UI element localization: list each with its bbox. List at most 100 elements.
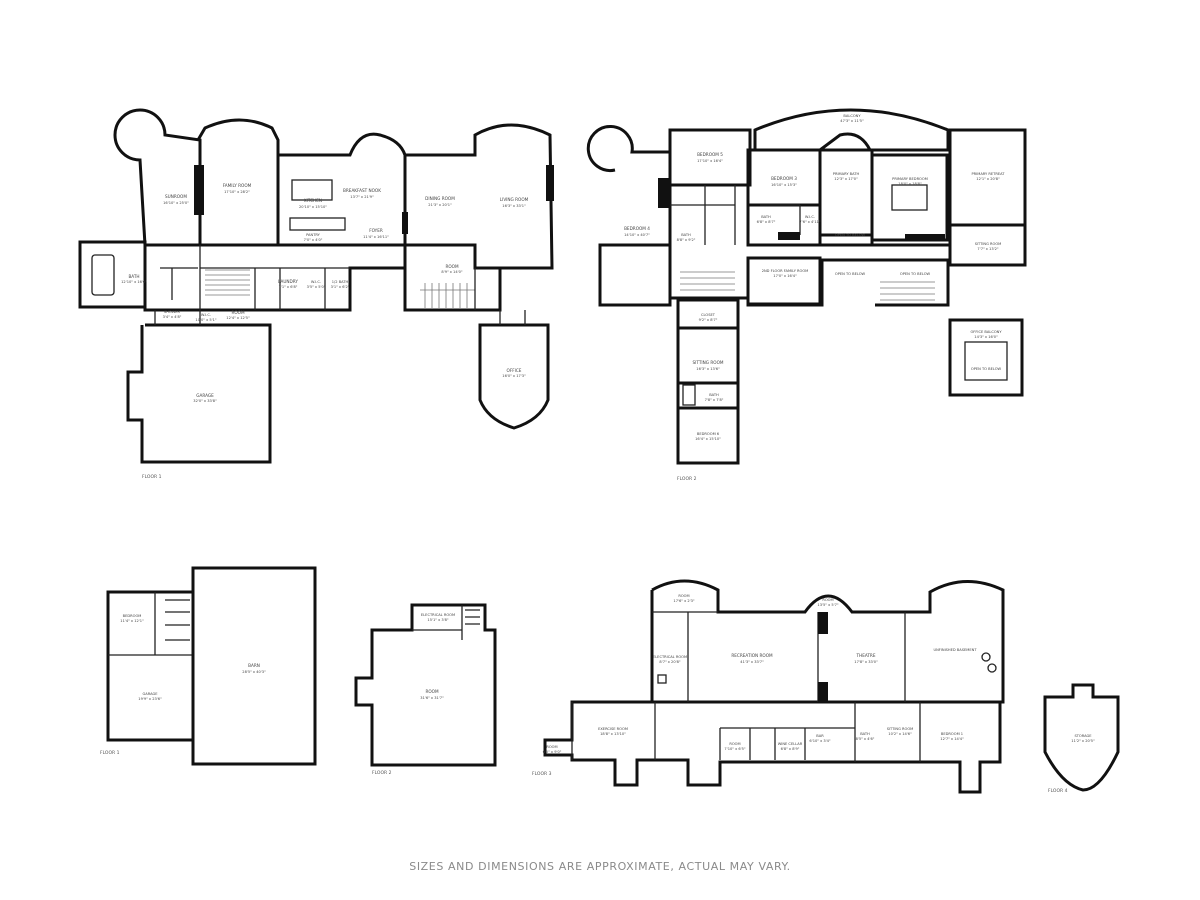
kitchen-label: KITCHEN	[304, 198, 322, 203]
office-balcony-label: OFFICE BALCONY	[970, 330, 1002, 334]
theatre-dim: 17'8" x 33'0"	[854, 660, 878, 664]
electrical-room-dim: 15'1" x 3'8"	[427, 618, 448, 622]
electrical-room-label: ELECTRICAL ROOM	[421, 613, 455, 617]
dining-label: DINING ROOM	[425, 196, 455, 201]
lower-room-b-label: ROOM	[822, 598, 833, 602]
lower-level-plan: ROOM 17'6" x 2'3" ROOM 13'5" x 5'7" ELEC…	[532, 579, 1005, 794]
lower-sitting-label: SITTING ROOM	[887, 727, 914, 731]
lower-room-c-dim: 7'10" x 6'5"	[724, 747, 745, 751]
theatre-label: THEATRE	[855, 653, 875, 658]
open-to-below-1: OPEN TO BELOW	[835, 233, 866, 237]
family-room-dim: 17'10" x 28'2"	[224, 190, 250, 194]
primary-bedroom-label: PRIMARY BEDROOM	[892, 177, 928, 181]
carriage-bedroom-dim: 11'4" x 12'1"	[120, 619, 144, 623]
recreation-room-label: RECREATION ROOM	[731, 653, 773, 658]
lower-electrical-label: ELECTRICAL ROOM	[653, 655, 687, 659]
room-b-label: ROOM	[445, 264, 459, 269]
primary-retreat-dim: 12'1" x 20'8"	[976, 177, 1000, 181]
room-a-label: ROOM	[231, 310, 245, 315]
wic2-label: W.I.C.	[201, 313, 211, 317]
recreation-room-dim: 41'3" x 33'7"	[740, 660, 764, 664]
floor-1-label: FLOOR 1	[142, 474, 162, 480]
exercise-room-label: EXERCISE ROOM	[598, 727, 628, 731]
breakfast-dim: 13'7" x 21'9"	[350, 195, 374, 199]
storage-label: STORAGE	[1074, 734, 1092, 738]
bonus-room-label: ROOM	[425, 689, 439, 694]
office-balcony-dim: 14'3" x 16'0"	[974, 335, 998, 339]
exercise-room-dim: 18'8" x 13'10"	[600, 732, 626, 736]
family-room-label: FAMILY ROOM	[223, 183, 252, 188]
primary-bath-label: PRIMARY BATH	[833, 172, 860, 176]
lower-floor-label: FLOOR 3	[532, 771, 552, 777]
barn-floor-label: FLOOR 1	[100, 750, 120, 756]
family-2-dim: 17'0" x 16'4"	[773, 274, 797, 278]
sitting-room-2-dim: 16'3" x 13'6"	[696, 367, 720, 371]
primary-bath-dim: 12'3" x 17'0"	[834, 177, 858, 181]
primary-bedroom-dim: 18'0" x 18'8"	[898, 182, 922, 186]
wic-dim: 3'5" x 5'0"	[307, 285, 326, 289]
breakfast-label: BREAKFAST NOOK	[343, 188, 381, 193]
bedroom-3-dim: 16'10" x 15'3"	[771, 183, 797, 187]
bedroom-1-dim: 12'7" x 14'4"	[940, 737, 964, 741]
foyer-label: FOYER	[369, 228, 383, 233]
cupola-plan: STORAGE 11'2" x 20'5" FLOOR 4	[1043, 683, 1120, 794]
open-to-below-4: OPEN TO BELOW	[971, 367, 1002, 371]
wine-cellar-dim: 6'8" x 8'9"	[781, 747, 800, 751]
lower-room-d-dim: 6'5" x 9'0"	[543, 750, 562, 754]
carriage-bedroom-label: BEDROOM	[123, 614, 142, 618]
wic-dim: 7'6" x 4'11"	[799, 220, 820, 224]
pantry-dim: 7'0" x 4'0"	[304, 238, 323, 242]
garage-label: GARAGE	[196, 393, 214, 398]
wic-label: W.I.C.	[805, 215, 815, 219]
bar-dim: 6'10" x 3'4"	[809, 739, 830, 743]
living-label: LIVING ROOM	[500, 197, 529, 202]
garage-dim: 32'0" x 33'8"	[193, 399, 217, 403]
floor-1-plan: SUNROOM 16'10" x 25'0" FAMILY ROOM 17'10…	[78, 108, 554, 480]
bar-label: BAR	[816, 734, 824, 738]
barn-dim: 28'5" x 40'3"	[242, 670, 266, 674]
bath-b-label: BATH	[761, 215, 771, 219]
dining-dim: 21'3" x 20'1"	[428, 203, 452, 207]
bedroom-4-label: BEDROOM 4	[624, 226, 650, 231]
lower-room-d-label: ROOM	[546, 745, 557, 749]
floor-2-plan: BALCONY 47'3" x 11'5" BEDROOM 5 17'10" x…	[586, 108, 1027, 482]
bonus-room-plan: ELECTRICAL ROOM 15'1" x 3'8" ROOM 31'6" …	[354, 603, 497, 776]
balcony-dim: 47'3" x 11'5"	[840, 119, 864, 123]
unfinished-basement-label: UNFINISHED BASEMENT	[933, 648, 977, 652]
primary-retreat-label: PRIMARY RETREAT	[972, 172, 1006, 176]
open-to-below-2: OPEN TO BELOW	[835, 272, 866, 276]
lower-room-a-label: ROOM	[678, 594, 689, 598]
room-b-dim: 8'9" x 14'0"	[441, 270, 462, 274]
lower-room-c-label: ROOM	[729, 742, 740, 746]
lower-sitting-dim: 10'2" x 14'6"	[888, 732, 912, 736]
storage-dim: 11'2" x 20'5"	[1071, 739, 1095, 743]
lower-electrical-dim: 8'7" x 20'8"	[659, 660, 680, 664]
half-bath-label: 1/2 BATH	[332, 280, 349, 284]
wic2-dim: 10'0" x 5'1"	[195, 318, 216, 322]
bedroom-5-dim: 17'10" x 16'4"	[697, 159, 723, 163]
bedroom-1-label: BEDROOM 1	[941, 732, 963, 736]
barn-building-plan: BEDROOM 11'4" x 12'1" GARAGE 19'9" x 23'…	[100, 566, 317, 766]
bedroom-3-label: BEDROOM 3	[771, 176, 797, 181]
bath-dim: 12'10" x 16'0"	[121, 280, 147, 284]
shower-label: SHOWER	[164, 310, 181, 314]
bedroom-6-dim: 16'4" x 15'10"	[695, 437, 721, 441]
bonus-room-dim: 31'6" x 31'7"	[420, 696, 444, 700]
wic-label: W.I.C.	[311, 280, 321, 284]
bath-c-dim: 7'8" x 7'8"	[705, 398, 724, 402]
living-dim: 16'3" x 33'1"	[502, 204, 526, 208]
bonus-floor-label: FLOOR 2	[372, 770, 392, 776]
office-dim: 16'0" x 17'3"	[502, 374, 526, 378]
carriage-garage-label: GARAGE	[142, 692, 158, 696]
lower-room-b-dim: 13'5" x 5'7"	[817, 603, 838, 607]
kitchen-dim: 20'10" x 15'10"	[299, 205, 327, 209]
shower-dim: 3'4" x 4'8"	[163, 315, 182, 319]
open-to-below-3: OPEN TO BELOW	[900, 272, 931, 276]
bath-label: BATH	[128, 274, 139, 279]
bath-b-dim: 6'8" x 8'7"	[757, 220, 776, 224]
bath-a-dim: 8'8" x 9'2"	[677, 238, 696, 242]
lower-room-a-dim: 17'6" x 2'3"	[673, 599, 694, 603]
lower-bath-label: BATH	[860, 732, 870, 736]
barn-label: BARN	[248, 663, 260, 668]
